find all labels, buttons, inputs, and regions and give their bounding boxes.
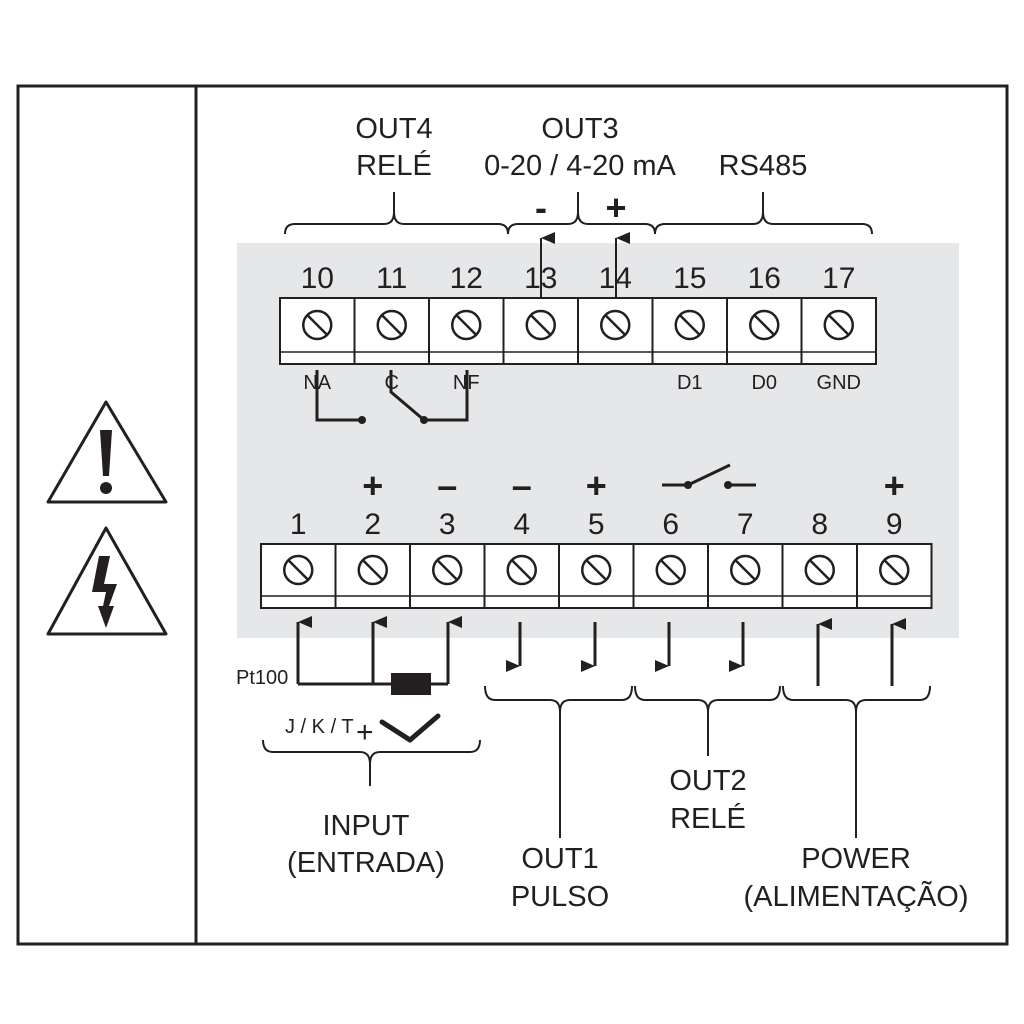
terminal-number: 14 [599, 262, 632, 295]
out1-subtitle: PULSO [511, 881, 609, 913]
bottom-terminal-1: 1 [260, 508, 337, 609]
out3-plus: + [605, 187, 626, 228]
terminal-number: 10 [301, 262, 334, 295]
screw-icon [730, 554, 761, 586]
out4-relay-contact [315, 370, 469, 422]
bottom-terminal-8: 8 [781, 508, 858, 609]
jkt-plus: + [356, 716, 374, 749]
terminal-number: 3 [439, 508, 456, 541]
input-subtitle: (ENTRADA) [287, 847, 445, 879]
screw-icon [879, 554, 910, 586]
screw-icon [283, 554, 314, 586]
bottom-terminal-3: 3– [409, 465, 486, 609]
terminal-number: 15 [673, 262, 706, 295]
terminal-number: 16 [748, 262, 781, 295]
power-subtitle: (ALIMENTAÇÃO) [743, 879, 968, 913]
out2-switch-dot-right [724, 481, 732, 489]
out4-title: OUT4 [355, 113, 432, 145]
polarity-sign: – [437, 465, 457, 506]
polarity-sign: – [512, 465, 532, 506]
screw-icon [357, 554, 388, 586]
bottom-terminal-9: 9+ [856, 465, 933, 609]
screw-icon [506, 554, 537, 586]
screw-icon [581, 554, 612, 586]
bottom-terminal-2: 2+ [334, 465, 411, 609]
warning-exclamation-icon [46, 400, 168, 504]
terminal-number: 8 [811, 508, 828, 541]
bottom-terminal-6: 6 [632, 508, 709, 609]
input-title: INPUT [323, 810, 410, 842]
terminal-label: NF [453, 372, 480, 394]
terminal-number: 6 [662, 508, 679, 541]
top-terminal-11: 11C [353, 262, 430, 394]
screw-icon [823, 309, 854, 341]
out4-subtitle: RELÉ [356, 149, 432, 182]
terminal-label: C [385, 372, 399, 394]
terminal-label: GND [817, 372, 861, 394]
bottom-terminal-7: 7 [707, 508, 784, 609]
polarity-sign: + [586, 465, 607, 506]
terminal-number: 5 [588, 508, 605, 541]
out3-minus: - [535, 187, 547, 228]
screw-icon [804, 554, 835, 586]
terminal-number: 13 [524, 262, 557, 295]
terminal-number: 1 [290, 508, 307, 541]
pt100-label: Pt100 [236, 667, 288, 689]
output-arrows [506, 618, 906, 686]
out1-title: OUT1 [521, 843, 598, 875]
relay-nf-contact-dot [420, 416, 428, 424]
out3-title: OUT3 [541, 113, 618, 145]
outer-frame [16, 84, 1009, 946]
polarity-sign: + [884, 465, 905, 506]
screw-icon [674, 309, 705, 341]
top-braces [284, 192, 873, 235]
bottom-terminal-4: 4– [483, 465, 560, 609]
pt100-wiring [296, 616, 462, 686]
terminal-number: 17 [822, 262, 855, 295]
bottom-braces [262, 685, 931, 838]
screw-icon [376, 309, 407, 341]
terminal-number: 2 [364, 508, 381, 541]
screw-icon [655, 554, 686, 586]
out2-subtitle: RELÉ [670, 802, 746, 835]
terminal-label: D1 [677, 372, 703, 394]
terminal-number: 7 [737, 508, 754, 541]
electric-shock-warning-icon [46, 526, 168, 636]
screw-icon [749, 309, 780, 341]
rs485-title: RS485 [719, 150, 808, 182]
terminal-number: 9 [886, 508, 903, 541]
out2-switch-dot-left [684, 481, 692, 489]
screw-icon [432, 554, 463, 586]
out2-switch-symbol [662, 463, 756, 487]
screw-icon [451, 309, 482, 341]
terminal-label: D0 [751, 372, 777, 394]
relay-na-contact-dot [358, 416, 366, 424]
bottom-terminal-5: 5+ [558, 465, 635, 609]
thermocouple-icon [379, 713, 441, 743]
screw-icon [525, 309, 556, 341]
out2-title: OUT2 [669, 765, 746, 797]
jkt-label: J / K / T [285, 716, 354, 738]
terminal-number: 4 [513, 508, 530, 541]
screw-icon [600, 309, 631, 341]
top-terminal-14: 14 [577, 262, 654, 365]
out3-subtitle: 0-20 / 4-20 mA [484, 150, 676, 182]
terminal-number: 11 [376, 262, 407, 295]
power-title: POWER [801, 843, 911, 875]
polarity-sign: + [362, 465, 383, 506]
terminal-label: NA [303, 372, 331, 394]
pt100-resistor-icon [391, 673, 431, 695]
top-terminal-13: 13 [502, 262, 579, 365]
screw-icon [302, 309, 333, 341]
terminal-number: 12 [450, 262, 483, 295]
